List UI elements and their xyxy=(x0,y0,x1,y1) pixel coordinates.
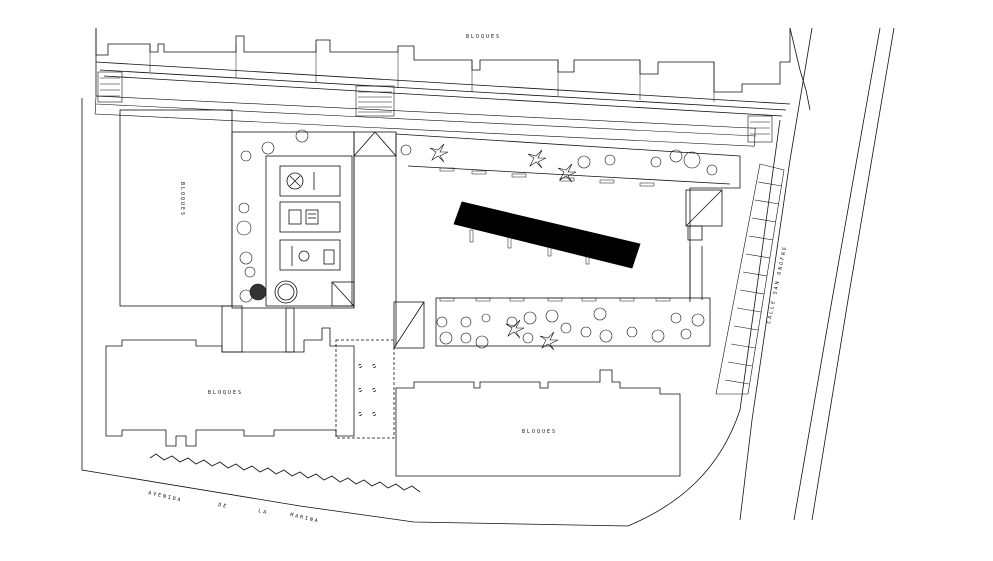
label-bloques-top: BLOQUES xyxy=(466,34,501,40)
palm-symbol xyxy=(429,143,577,351)
covered-walkway xyxy=(94,95,757,147)
benches xyxy=(439,167,671,302)
road-lines xyxy=(739,27,895,521)
top-building-outline xyxy=(95,27,811,117)
label-avenida-1: AVENIDA xyxy=(148,490,184,504)
label-avenida-4: MARINA xyxy=(290,512,321,525)
site-boundary xyxy=(81,98,781,527)
tree-symbol xyxy=(236,129,718,349)
water-feature xyxy=(453,201,641,269)
left-building xyxy=(119,109,233,307)
passage xyxy=(335,339,395,439)
stair-symbol xyxy=(97,71,773,143)
label-calle-san-onofre: CALLE SAN ONOFRE xyxy=(766,245,789,325)
label-bloques-right: BLOQUES xyxy=(522,429,557,435)
label-bloques-mid: BLOQUES xyxy=(208,390,243,396)
label-avenida-2: DE xyxy=(218,502,229,510)
label-avenida-3: LA xyxy=(258,508,269,516)
ramp-column xyxy=(353,131,425,349)
central-plaza xyxy=(395,133,741,347)
middle-left-building xyxy=(105,305,355,447)
top-building-units xyxy=(149,44,715,102)
label-bloques-left: BLOQUES xyxy=(179,182,185,217)
middle-right-building xyxy=(395,369,681,477)
parking-strip xyxy=(715,163,785,395)
